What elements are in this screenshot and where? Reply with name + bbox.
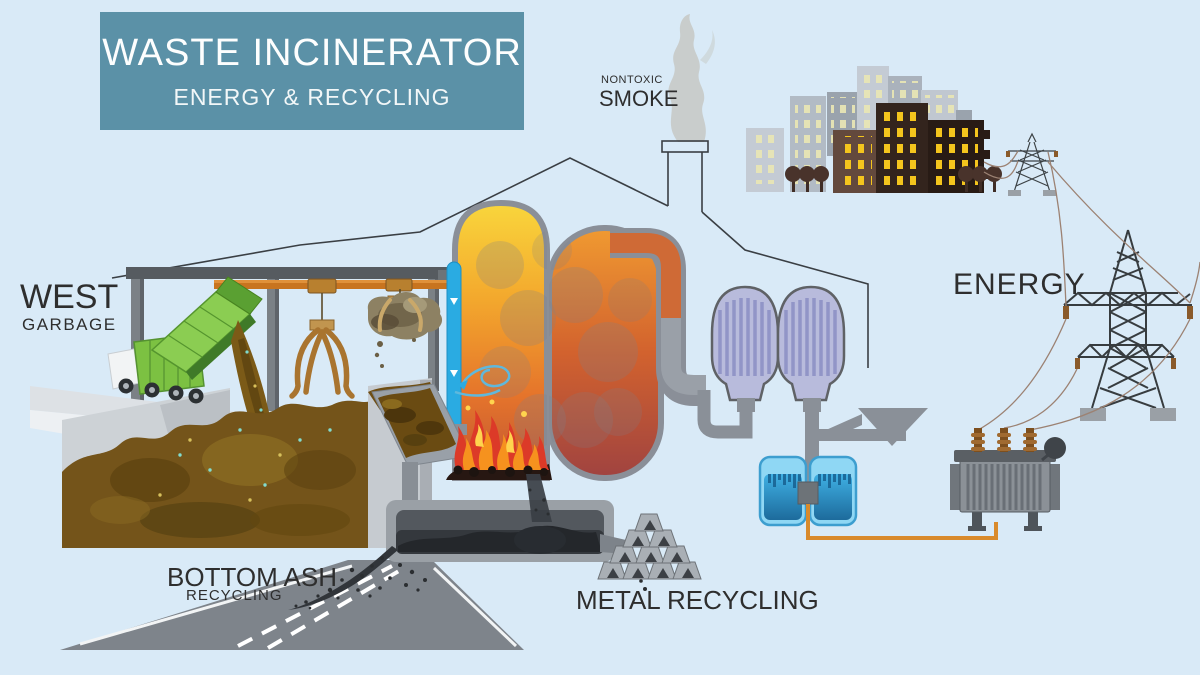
overhead-crane-loaded xyxy=(367,278,443,368)
transformer xyxy=(950,428,1066,531)
garbage-truck xyxy=(107,276,290,452)
flue-duct xyxy=(610,228,706,406)
overhead-crane-open xyxy=(289,278,355,399)
arrow-down-icon xyxy=(450,298,458,305)
feed-chute xyxy=(371,383,471,504)
label-energy: ENERGY xyxy=(953,268,1086,301)
air-swirl-icon xyxy=(454,365,511,397)
trees xyxy=(785,166,1002,192)
label-nontoxic: NONTOXIC xyxy=(601,74,663,86)
truck-wheels xyxy=(118,378,204,404)
turbine-unit xyxy=(797,481,819,505)
water-tanks xyxy=(758,455,858,527)
metal-ingot-pile xyxy=(597,513,702,580)
combustion-chamber xyxy=(452,199,550,481)
page-subtitle: ENERGY & RECYCLING xyxy=(173,83,451,110)
label-west: WEST xyxy=(20,278,119,316)
factory-outline xyxy=(111,157,869,368)
page-title: WASTE INCINERATOR xyxy=(102,31,522,74)
arrow-down-icon xyxy=(450,370,458,377)
power-cable xyxy=(806,504,998,540)
ash-spill xyxy=(288,546,427,610)
smoke-plume xyxy=(668,14,715,142)
label-metal-recycling: METAL RECYCLING xyxy=(576,585,819,615)
label-smoke: SMOKE xyxy=(599,86,679,111)
road xyxy=(60,560,524,650)
label-west-garbage: GARBAGE xyxy=(22,315,117,334)
chimney xyxy=(661,140,709,212)
crane-rail xyxy=(214,280,470,289)
label-bottom-ash-recycling: RECYCLING xyxy=(186,587,283,604)
ash-stream xyxy=(526,474,552,522)
transmission-tower-large xyxy=(1063,229,1193,421)
bag-filters xyxy=(710,285,846,402)
title-box: WASTE INCINERATOR ENERGY & RECYCLING xyxy=(100,12,524,130)
waste-pile xyxy=(62,400,372,548)
label-bottom-ash: BOTTOM ASH xyxy=(167,562,337,592)
fire xyxy=(446,399,552,480)
power-lines xyxy=(977,150,1200,431)
city-skyline xyxy=(746,66,1002,193)
bushings xyxy=(971,428,1037,452)
conservator-tank xyxy=(1044,437,1066,459)
bottom-ash-container xyxy=(386,474,647,591)
fly-ash-funnel xyxy=(826,408,928,446)
transmission-tower-small xyxy=(1006,132,1058,196)
